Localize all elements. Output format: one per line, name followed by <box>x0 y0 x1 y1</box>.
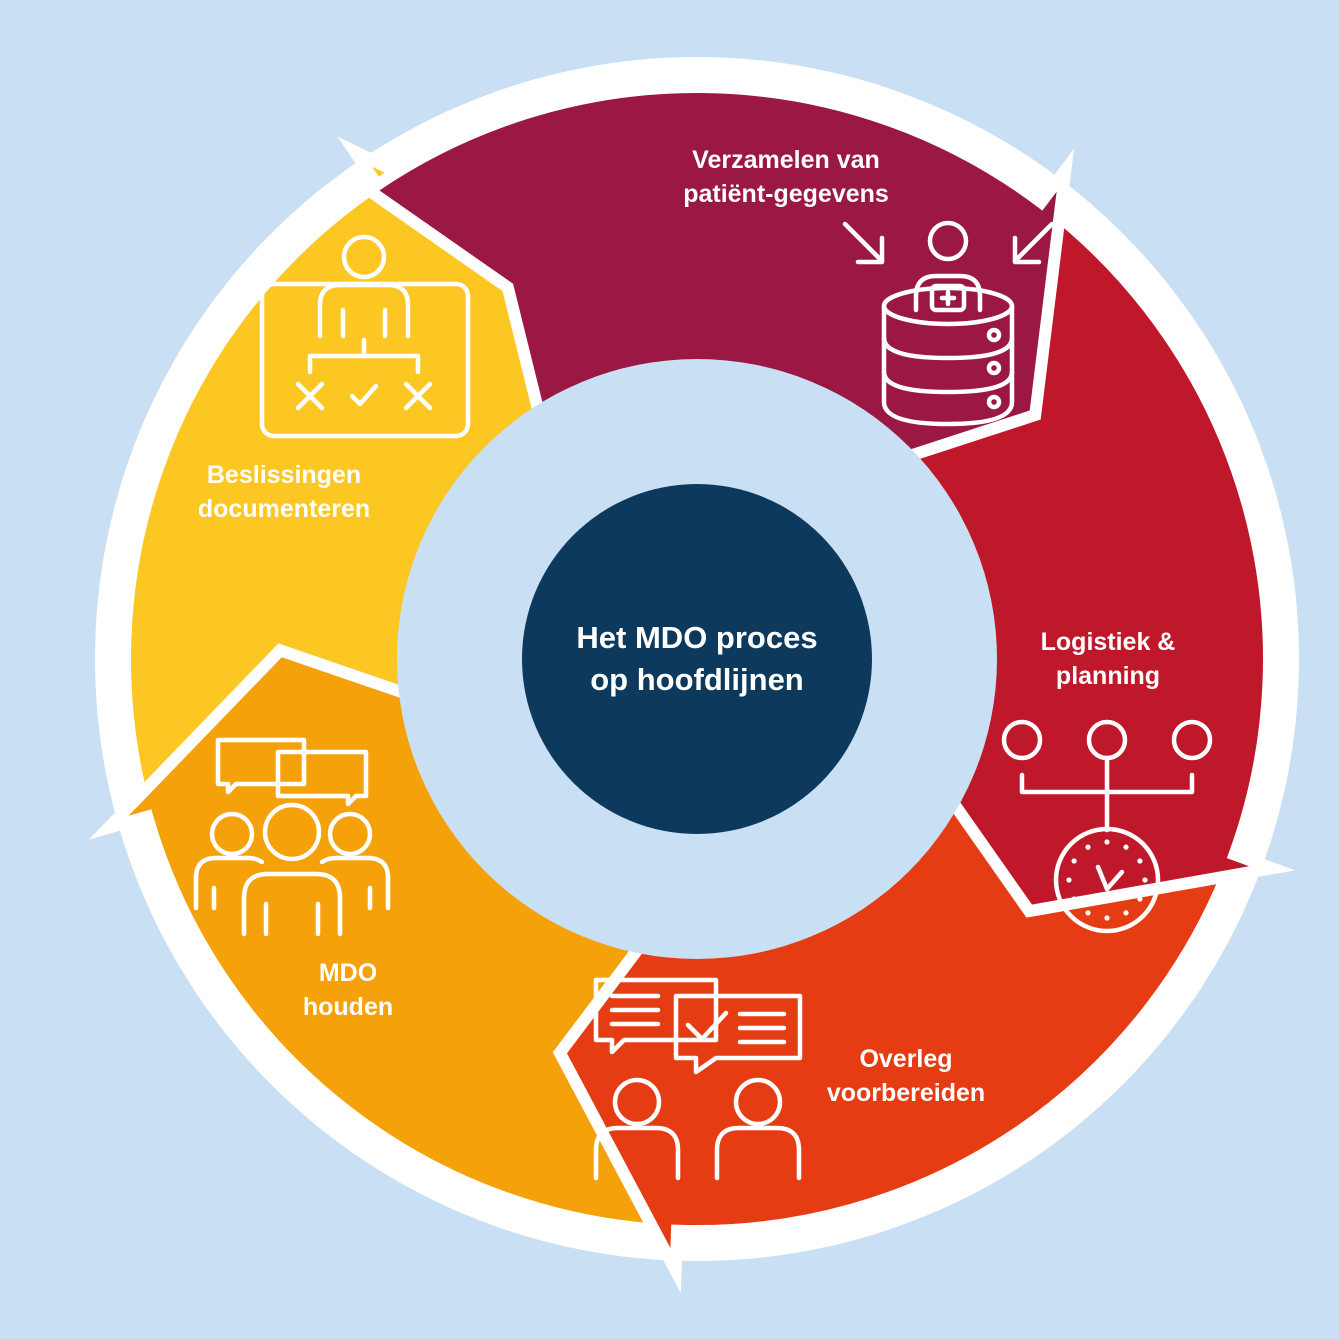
step-label-meeting-line2: houden <box>302 993 394 1021</box>
clock-tick <box>1142 877 1148 883</box>
clock-tick <box>1071 858 1077 864</box>
step-label-logistics-line1: Logistiek & <box>1040 628 1176 656</box>
clock-ticks <box>1066 839 1148 921</box>
decision-board-icon <box>259 234 471 439</box>
clock-tick <box>1085 910 1091 916</box>
clock-tick <box>1085 844 1091 850</box>
clock-tick <box>1066 877 1072 883</box>
center-disc <box>522 484 872 834</box>
step-label-prepare: Overleg voorbereiden <box>827 1042 985 1110</box>
clock-tick <box>1123 844 1129 850</box>
clock-tick <box>1137 858 1143 864</box>
center-title-line2: op hoofdlijnen <box>590 662 804 697</box>
center-title-line1: Het MDO proces <box>576 620 818 655</box>
center-title: Het MDO proces op hoofdlijnen <box>576 617 817 701</box>
step-label-prepare-line2: voorbereiden <box>826 1079 986 1107</box>
step-label-collect-line1: Verzamelen van <box>692 146 880 174</box>
clock-tick <box>1071 896 1077 902</box>
consultation-icon <box>593 977 803 1181</box>
step-label-collect: Verzamelen van patiënt-gegevens <box>683 143 889 211</box>
planning-clock-icon <box>1001 719 1213 934</box>
step-label-meeting: MDO houden <box>303 956 393 1024</box>
step-label-meeting-line1: MDO <box>318 959 378 987</box>
step-label-document-line2: documenteren <box>197 495 371 523</box>
clock-tick <box>1104 915 1110 921</box>
step-label-logistics-line2: planning <box>1055 662 1161 690</box>
step-label-prepare-line1: Overleg <box>859 1045 953 1073</box>
cycle-segments <box>88 80 1296 1294</box>
step-label-collect-line2: patiënt-gegevens <box>683 180 889 208</box>
step-label-document-line1: Beslissingen <box>206 461 362 489</box>
clock-tick <box>1123 910 1129 916</box>
clock-tick <box>1104 839 1110 845</box>
step-label-logistics: Logistiek & planning <box>1041 625 1176 693</box>
group-meeting-icon <box>193 737 391 937</box>
clock-tick <box>1137 896 1143 902</box>
patient-database-icon <box>842 220 1055 427</box>
step-label-document: Beslissingen documenteren <box>198 458 370 526</box>
